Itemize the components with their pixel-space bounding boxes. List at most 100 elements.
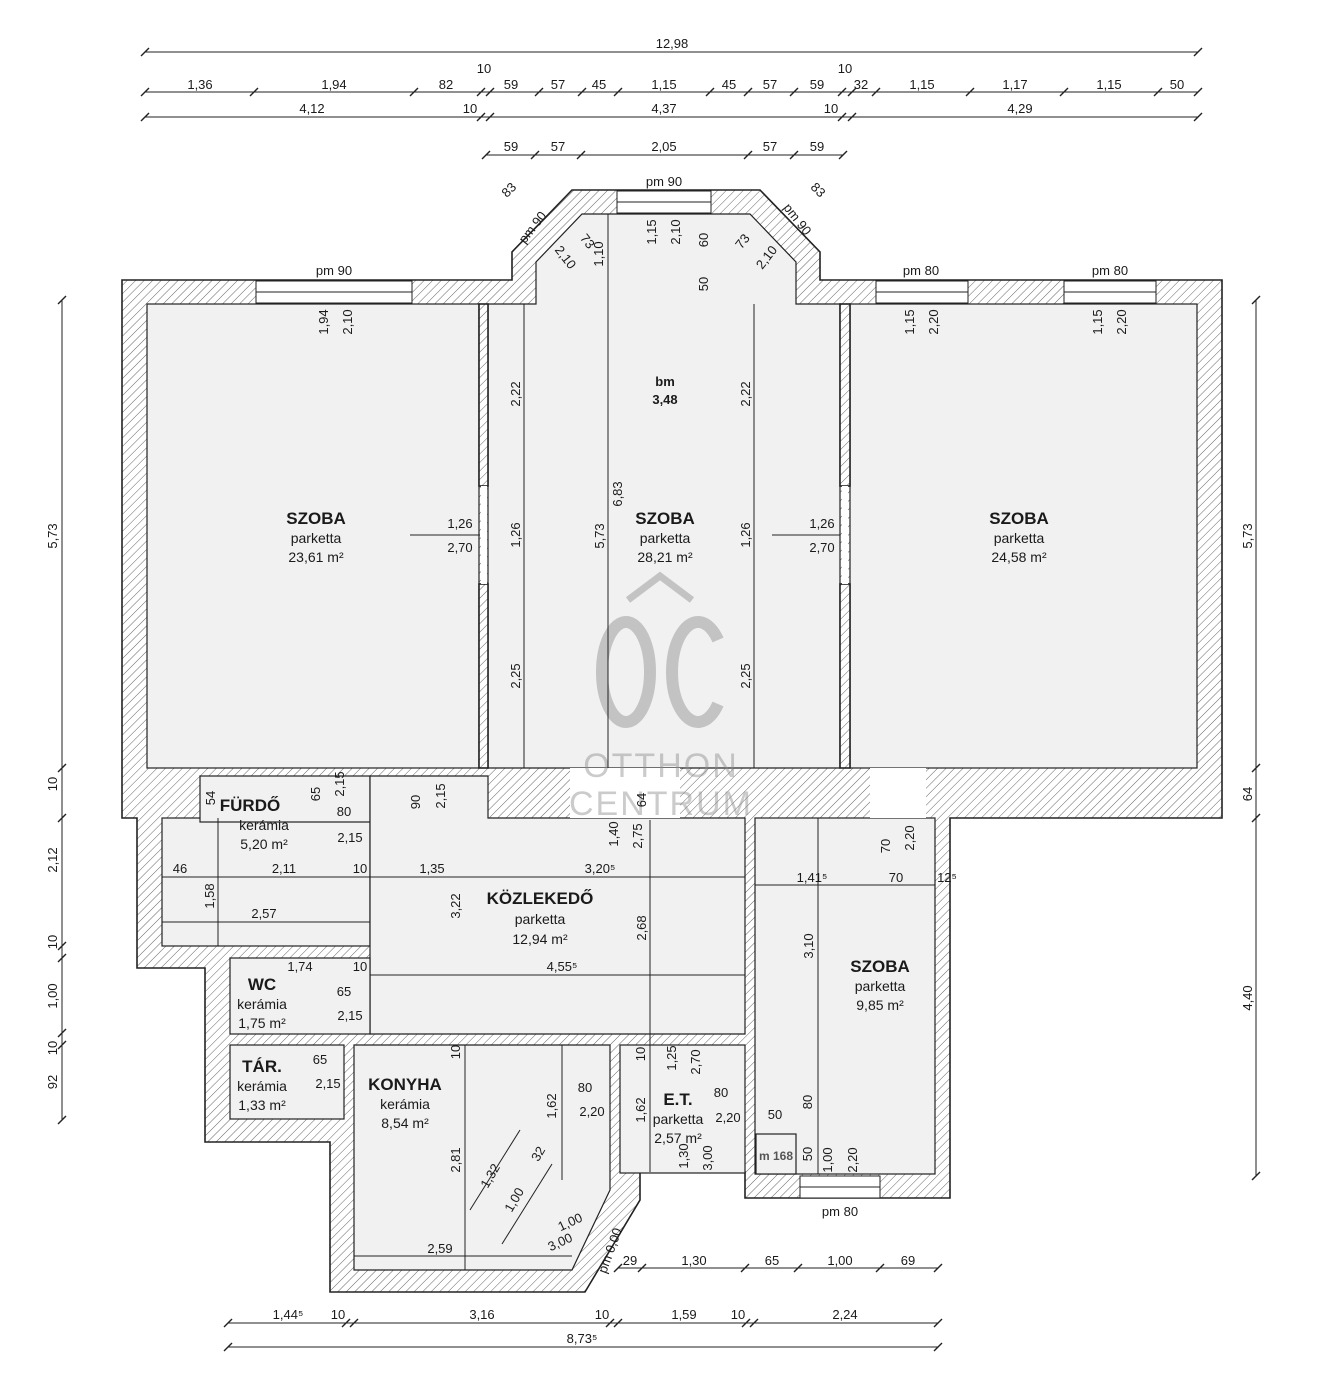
dimension-label: 10: [633, 1047, 648, 1061]
dimension-label: 3,22: [448, 893, 463, 918]
room-area: 1,33 m²: [238, 1097, 286, 1113]
dimension-label: 60: [696, 233, 711, 247]
dimension-label: 57: [763, 139, 777, 154]
dimension-label: 83: [808, 179, 829, 200]
floor-konyha: [353, 1044, 611, 1271]
dimension-label: 2,20: [845, 1147, 860, 1172]
dimension-label: 1,00: [820, 1147, 835, 1172]
dimension-label: 1,94: [316, 309, 331, 334]
dimension-label: 2,15: [433, 783, 448, 808]
dimension-label: 83: [498, 179, 519, 200]
dimension-label: 2,57: [251, 906, 276, 921]
dimension-label: 2,15: [332, 771, 347, 796]
room-szoba-small: SZOBA parketta 9,85 m²: [850, 957, 910, 1013]
dimension-label: 1,17: [1002, 77, 1027, 92]
dimension-label: 1,59: [671, 1307, 696, 1322]
dimension-label: 2,70: [688, 1049, 703, 1074]
dimension-label: 45: [592, 77, 606, 92]
dimension-label: 1,62: [633, 1097, 648, 1122]
dimension-label: 1,36: [187, 77, 212, 92]
room-name: SZOBA: [850, 957, 910, 976]
room-furdo: FÜRDŐ kerámia 5,20 m²: [220, 796, 289, 852]
dimension-label: 1,10: [591, 241, 606, 266]
dimension-label: 50: [800, 1147, 815, 1161]
room-konyha: KONYHA kerámia 8,54 m²: [368, 1075, 442, 1131]
dimension-label: 1,00: [45, 983, 60, 1008]
dimension-label: 1,62: [544, 1093, 559, 1118]
dims-inner: 1,94 2,10 1,15 2,20 1,15 2,20 1,15 2,10 …: [173, 219, 1129, 1256]
dimension-label: 50: [1170, 77, 1184, 92]
dimension-label: 10: [45, 1041, 60, 1055]
floors: [146, 213, 1198, 1271]
dimension-label: 32: [528, 1144, 548, 1164]
dimension-label: 10: [595, 1307, 609, 1322]
watermark-line1: OTTHON: [583, 747, 739, 785]
dimension-label: 1,41⁵: [797, 870, 828, 885]
dimension-label: 10: [448, 1045, 463, 1059]
dimension-label: 5,73: [45, 523, 60, 548]
dimension-label: 1,26: [738, 522, 753, 547]
dimension-label: 64: [1240, 787, 1255, 801]
dimension-label: 10: [353, 959, 367, 974]
dimension-label: 59: [504, 77, 518, 92]
dimension-label: 2,20: [1114, 309, 1129, 334]
dimension-label: 1,25: [664, 1045, 679, 1070]
room-area: 2,57 m²: [654, 1130, 702, 1146]
ceiling-label: bm: [655, 374, 675, 389]
dimension-label: 3,20⁵: [585, 861, 616, 876]
dimension-label: 65: [308, 787, 323, 801]
dimension-label: 2,75: [630, 823, 645, 848]
dimension-label: 1,15: [909, 77, 934, 92]
dimension-label: 2,20: [579, 1104, 604, 1119]
dimension-label: 10: [45, 777, 60, 791]
floor-m168: [755, 1133, 797, 1175]
room-area: 1,75 m²: [238, 1015, 286, 1031]
dimension-label: 70: [889, 870, 903, 885]
room-name: KÖZLEKEDŐ: [487, 889, 594, 908]
dimension-label: 1,44⁵: [273, 1307, 304, 1322]
floor-wc: [229, 957, 371, 1035]
room-name: SZOBA: [286, 509, 346, 528]
room-floor: kerámia: [380, 1096, 430, 1112]
room-area: 23,61 m²: [288, 549, 344, 565]
dimension-label: 90: [408, 795, 423, 809]
dimension-label: 2,12: [45, 847, 60, 872]
dimension-label: 70: [878, 839, 893, 853]
dimension-label: 2,24: [832, 1307, 857, 1322]
room-area: 24,58 m²: [991, 549, 1047, 565]
dimension-label: 4,37: [651, 101, 676, 116]
dimension-label: 2,10: [340, 309, 355, 334]
dimension-label: 10: [731, 1307, 745, 1322]
dimension-label: 2,81: [448, 1147, 463, 1172]
room-floor: parketta: [640, 530, 691, 546]
room-floor: kerámia: [239, 817, 289, 833]
room-floor: parketta: [515, 911, 566, 927]
dimension-label: 12,98: [656, 36, 689, 51]
dimension-label: 2,15: [337, 1008, 362, 1023]
ceiling-value: 3,48: [652, 392, 677, 407]
dimension-label: 1,74: [287, 959, 312, 974]
dimension-label: 10: [824, 101, 838, 116]
floor-tar: [229, 1044, 345, 1120]
dimension-label: 4,29: [1007, 101, 1032, 116]
dimension-label: 2,15: [337, 830, 362, 845]
dimension-label: 2,22: [738, 381, 753, 406]
dimension-label: 80: [800, 1095, 815, 1109]
room-floor: parketta: [855, 978, 906, 994]
watermark-line2: CENTRUM: [569, 785, 753, 823]
room-floor: parketta: [653, 1111, 704, 1127]
dimension-lines: [61, 51, 1257, 1348]
floor-szoba-left: [146, 303, 480, 769]
dimension-label: 1,15: [651, 77, 676, 92]
dimension-label: 69: [901, 1253, 915, 1268]
dimension-label: 3,10: [801, 933, 816, 958]
dimension-label: 2,59: [427, 1241, 452, 1256]
dimension-label: 1,30: [681, 1253, 706, 1268]
dimension-label: 65: [765, 1253, 779, 1268]
dimension-ticks: [57, 47, 1261, 1352]
window-label: pm 80: [822, 1204, 858, 1219]
dimension-label: 10: [331, 1307, 345, 1322]
chimney-label: m 168: [759, 1149, 793, 1163]
dimension-label: 2,25: [508, 663, 523, 688]
